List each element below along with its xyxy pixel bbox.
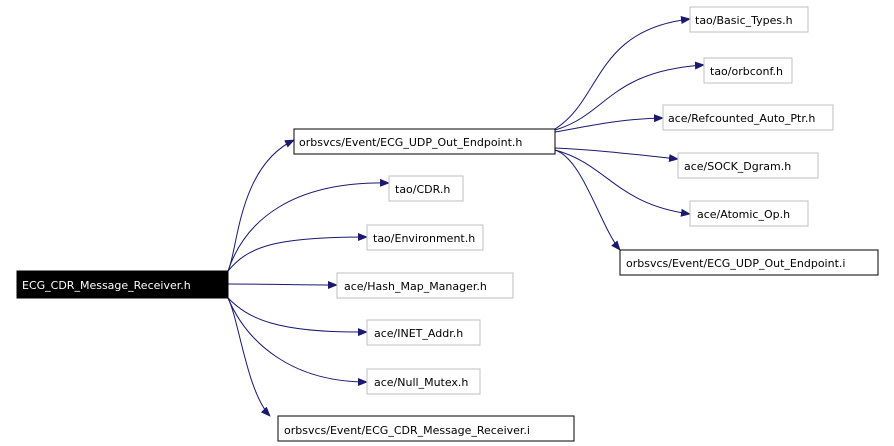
node-basic-types-h-label: tao/Basic_Types.h: [695, 14, 793, 27]
node-null-mutex-h-box: [366, 368, 481, 395]
edge-root-to-cdr-h: [227, 178, 390, 272]
edge-root-to-hash-map-manager-h: [227, 280, 338, 289]
edge-udp-h-to-orbconf-h: [554, 61, 705, 131]
edge-root-to-udp-endpoint-h: [227, 139, 295, 272]
edge-udp-h-to-sock-dgram-h: [554, 147, 679, 163]
node-hash-map-manager-h-label: ace/Hash_Map_Manager.h: [344, 280, 487, 293]
node-receiver-i-box: [277, 415, 575, 442]
node-udp-endpoint-h-box: [293, 128, 556, 155]
node-environment-h: tao/Environment.h: [366, 224, 484, 251]
node-hash-map-manager-h: ace/Hash_Map_Manager.h: [336, 272, 514, 299]
edge-root-to-receiver-i: [227, 297, 271, 417]
node-inet-addr-h-label: ace/INET_Addr.h: [374, 327, 463, 340]
node-cdr-h: tao/CDR.h: [388, 175, 464, 202]
node-basic-types-h-box: [689, 6, 809, 33]
node-hash-map-manager-h-box: [336, 272, 514, 299]
root-node-box: [16, 270, 229, 299]
node-udp-endpoint-h-label: orbsvcs/Event/ECG_UDP_Out_Endpoint.h: [299, 136, 522, 149]
node-receiver-i-label: orbsvcs/Event/ECG_CDR_Message_Receiver.i: [284, 424, 530, 437]
node-environment-h-label: tao/Environment.h: [373, 232, 475, 245]
node-udp-endpoint-h: orbsvcs/Event/ECG_UDP_Out_Endpoint.h: [293, 128, 556, 155]
node-environment-h-box: [366, 224, 484, 251]
node-orbconf-h: tao/orbconf.h: [703, 57, 793, 84]
node-atomic-op-h: ace/Atomic_Op.h: [689, 200, 809, 227]
node-inet-addr-h: ace/INET_Addr.h: [366, 319, 481, 346]
edge-udp-h-to-atomic-op-h: [554, 149, 691, 217]
node-orbconf-h-label: tao/orbconf.h: [710, 65, 783, 78]
edge-root-to-null-mutex-h: [227, 297, 368, 386]
node-receiver-i: orbsvcs/Event/ECG_CDR_Message_Receiver.i: [277, 415, 575, 442]
edges-layer: [227, 16, 705, 417]
node-basic-types-h: tao/Basic_Types.h: [689, 6, 809, 33]
node-null-mutex-h-label: ace/Null_Mutex.h: [374, 376, 468, 389]
node-sock-dgram-h-box: [677, 152, 819, 179]
node-inet-addr-h-box: [366, 319, 481, 346]
edge-udp-h-to-refcounted-auto-ptr-h: [554, 114, 664, 133]
node-refcounted-auto-ptr-h: ace/Refcounted_Auto_Ptr.h: [662, 104, 834, 131]
edge-udp-h-to-basic-types-h: [554, 16, 691, 130]
node-udp-endpoint-i: orbsvcs/Event/ECG_UDP_Out_Endpoint.i: [619, 249, 879, 276]
node-refcounted-auto-ptr-h-box: [662, 104, 834, 131]
edge-root-to-inet-addr-h: [227, 297, 368, 337]
node-sock-dgram-h-label: ace/SOCK_Dgram.h: [684, 160, 791, 173]
edge-root-to-environment-h: [227, 233, 368, 272]
nodes-layer: ECG_CDR_Message_Receiver.h orbsvcs/Event…: [16, 6, 879, 442]
node-refcounted-auto-ptr-h-label: ace/Refcounted_Auto_Ptr.h: [668, 112, 815, 125]
node-cdr-h-label: tao/CDR.h: [395, 183, 450, 196]
root-node-label: ECG_CDR_Message_Receiver.h: [22, 279, 191, 292]
node-sock-dgram-h: ace/SOCK_Dgram.h: [677, 152, 819, 179]
root-node: ECG_CDR_Message_Receiver.h: [16, 270, 229, 299]
edge-udp-h-to-udp-endpoint-i: [554, 149, 621, 251]
node-udp-endpoint-i-label: orbsvcs/Event/ECG_UDP_Out_Endpoint.i: [626, 257, 845, 270]
node-orbconf-h-box: [703, 57, 793, 84]
node-null-mutex-h: ace/Null_Mutex.h: [366, 368, 481, 395]
node-udp-endpoint-i-box: [619, 249, 879, 276]
node-atomic-op-h-box: [689, 200, 809, 227]
node-atomic-op-h-label: ace/Atomic_Op.h: [697, 208, 790, 221]
node-cdr-h-box: [388, 175, 464, 202]
